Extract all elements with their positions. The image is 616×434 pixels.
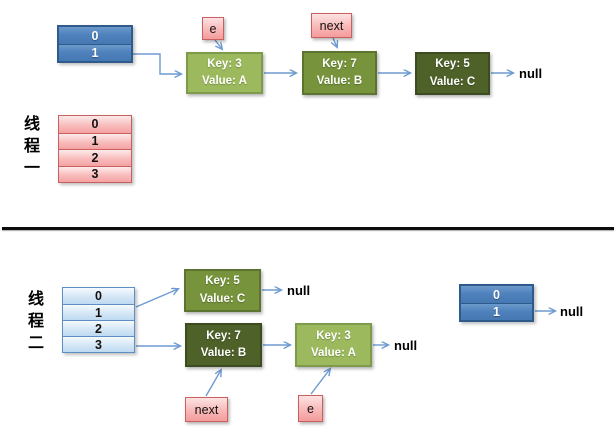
bucket-row: 0 [59, 116, 131, 133]
bucket-row: 2 [59, 149, 131, 166]
thread1-label-char: 程 [23, 138, 40, 155]
thread2-node-key3: Key: 3 Value: A [295, 323, 372, 367]
thread2-null-after-key3: null [394, 338, 418, 353]
thread1-bucket-table-4rows: 0 1 2 3 [58, 115, 132, 183]
node-key: Key: 3 [207, 57, 242, 70]
thread2-label: 线 程 二 [24, 289, 48, 355]
node-value: Value: C [429, 75, 476, 88]
thread2-label-char: 二 [27, 335, 44, 352]
bucket-row: 1 [63, 304, 134, 320]
bucket-row: 3 [59, 165, 131, 182]
thread1-node-key7: Key: 7 Value: B [302, 51, 377, 95]
arrow-t1-next-to-key7 [333, 37, 337, 47]
node-key: Key: 5 [205, 275, 240, 288]
bucket-row: 1 [461, 303, 532, 320]
bucket-row: 2 [63, 320, 134, 336]
bucket-row: 0 [461, 286, 532, 303]
thread2-null-after-bucket2: null [560, 304, 584, 319]
thread-separator-line [2, 227, 614, 230]
thread1-label-char: 线 [23, 116, 40, 133]
thread1-label: 线 程 一 [20, 114, 44, 180]
node-value: Value: B [200, 347, 247, 359]
thread1-node-key5: Key: 5 Value: C [415, 52, 490, 95]
thread2-bucket-table-4rows: 0 1 2 3 [62, 287, 135, 353]
thread2-node-key7: Key: 7 Value: B [185, 323, 262, 367]
bucket-row: 0 [63, 288, 134, 304]
thread1-tail-null: null [519, 66, 543, 81]
node-value: Value: A [202, 75, 247, 87]
thread2-label-char: 程 [27, 313, 44, 330]
thread1-pointer-next-tag: next [311, 13, 352, 38]
node-value: Value: A [311, 347, 356, 359]
thread2-bucket-table-2rows: 0 1 [459, 284, 534, 322]
thread1-bucket-table-2rows: 0 1 [57, 25, 133, 63]
thread2-null-after-key5: null [287, 283, 311, 298]
arrow-t2-bucket-row1-to-key5 [135, 289, 178, 308]
bucket-row: 1 [59, 44, 131, 61]
bucket-row: 1 [59, 132, 131, 149]
thread2-pointer-next-tag: next [185, 397, 228, 422]
thread1-node-key3: Key: 3 Value: A [186, 52, 263, 94]
thread1-pointer-e-tag: e [202, 17, 224, 40]
node-key: Key: 3 [316, 329, 351, 342]
arrow-t2-next-to-key7 [205, 370, 221, 397]
bucket-row: 0 [59, 27, 131, 44]
node-key: Key: 7 [322, 57, 357, 70]
arrow-t1-bucket-to-key3 [133, 53, 181, 74]
node-key: Key: 5 [435, 58, 470, 71]
arrow-t1-e-to-key3 [214, 39, 222, 49]
node-value: Value: B [316, 75, 363, 87]
thread2-node-key5: Key: 5 Value: C [184, 269, 261, 312]
thread1-label-char: 一 [23, 160, 40, 177]
thread2-label-char: 线 [27, 291, 44, 308]
node-value: Value: C [199, 292, 246, 305]
arrow-t2-e-to-key3 [310, 369, 330, 395]
bucket-row: 3 [63, 336, 134, 352]
node-key: Key: 7 [206, 329, 241, 342]
thread2-pointer-e-tag: e [298, 395, 323, 422]
